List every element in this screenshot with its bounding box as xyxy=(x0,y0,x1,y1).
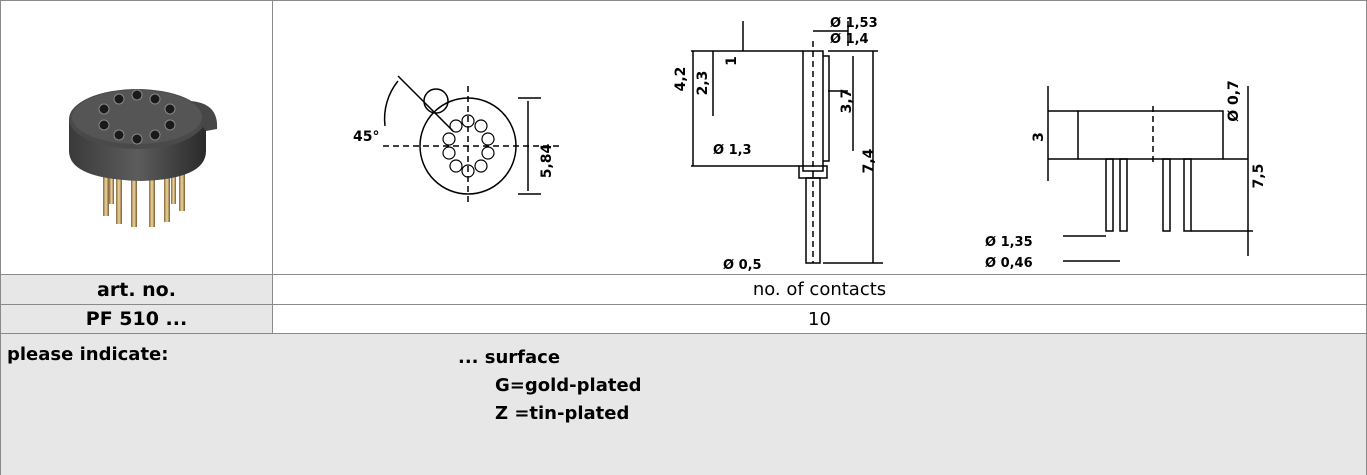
dim-14-label: Ø 1,4 xyxy=(830,32,869,47)
article-number: PF 510 ... xyxy=(85,308,188,330)
article-number-cell: PF 510 ... xyxy=(0,304,273,334)
header-art-no-label: art. no. xyxy=(97,278,176,301)
header-art-no: art. no. xyxy=(0,274,273,305)
dim-3-label: 3 xyxy=(1031,132,1047,142)
note-line-surface: ... surface xyxy=(458,347,561,368)
note-label: please indicate: xyxy=(7,344,169,365)
technical-drawing-cell: 45° 5,84 xyxy=(272,0,1367,275)
angle-label: 45° xyxy=(353,129,379,145)
socket-photo xyxy=(69,89,218,227)
pitch-circle-label: 5,84 xyxy=(539,143,555,178)
dim-75-label: 7,5 xyxy=(1251,164,1267,189)
dim-74-label: 7,4 xyxy=(861,148,877,173)
dim-13-label: Ø 1,3 xyxy=(713,143,752,158)
dim-23-label: 2,3 xyxy=(695,71,711,96)
socket-pins xyxy=(103,159,185,227)
top-view: 45° 5,84 xyxy=(353,75,563,206)
dim-135-label: Ø 1,35 xyxy=(985,235,1033,250)
header-contacts-label: no. of contacts xyxy=(752,279,887,300)
contacts-count: 10 xyxy=(808,308,831,330)
header-contacts: no. of contacts xyxy=(272,274,1367,305)
socket-body xyxy=(69,89,218,181)
technical-drawing: 45° 5,84 xyxy=(353,16,1267,273)
note-line-gold: G=gold-plated xyxy=(495,375,642,396)
front-view: Ø 0,7 3 7,5 Ø 1,35 Ø 0,46 xyxy=(985,80,1267,271)
dim-05-label: Ø 0,5 xyxy=(723,258,762,273)
dim-1-label: 1 xyxy=(724,56,740,66)
dim-42-label: 4,2 xyxy=(673,67,689,92)
contacts-count-cell: 10 xyxy=(272,304,1367,334)
ordering-note: please indicate: ... surface G=gold-plat… xyxy=(0,333,1367,475)
note-line-tin: Z =tin-plated xyxy=(495,403,630,424)
note-options: ... surface G=gold-plated Z =tin-plated xyxy=(458,344,642,428)
dim-153-label: Ø 1,53 xyxy=(830,16,878,31)
dim-046-label: Ø 0,46 xyxy=(985,256,1033,271)
product-photo-cell xyxy=(0,0,273,275)
section-view: Ø 1,53 Ø 1,4 4,2 2,3 1 3,7 7,4 Ø 1,3 Ø 0… xyxy=(673,16,883,273)
dim-07-label: Ø 0,7 xyxy=(1226,80,1242,122)
dim-37-label: 3,7 xyxy=(839,89,855,114)
